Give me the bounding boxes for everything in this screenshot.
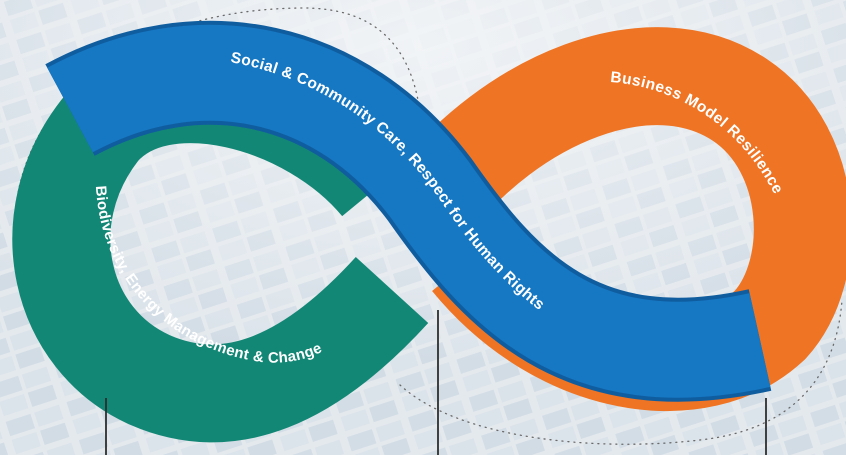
dotted-guide-arc-left [13, 7, 421, 229]
dotted-guide-arc-right [399, 299, 843, 445]
blue-band [47, 24, 771, 398]
